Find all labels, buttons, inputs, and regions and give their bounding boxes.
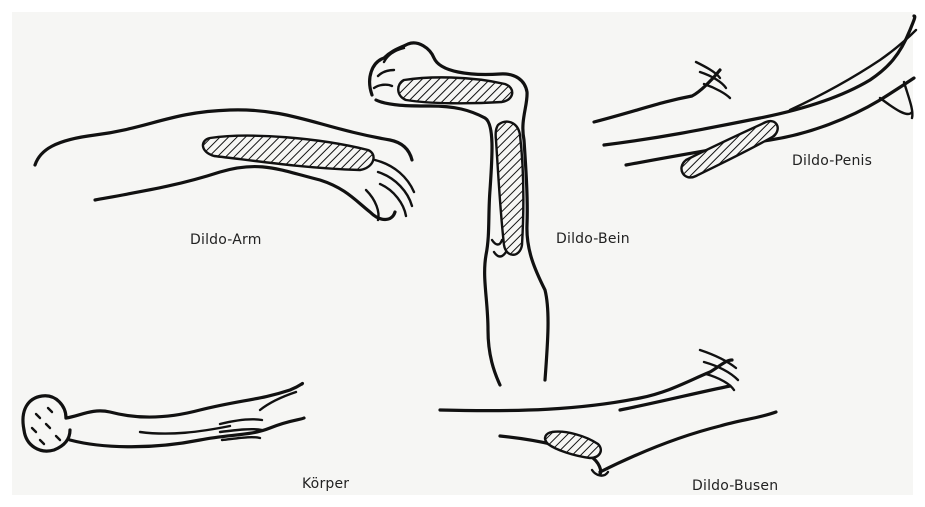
label-dildo-busen: Dildo-Busen	[692, 478, 778, 494]
label-dildo-bein: Dildo-Bein	[556, 231, 630, 247]
arm-sketch	[35, 110, 414, 220]
label-dildo-penis: Dildo-Penis	[792, 153, 872, 169]
label-dildo-arm: Dildo-Arm	[190, 232, 262, 248]
leg-dildo-object-upper	[398, 77, 512, 103]
leg-sketch	[370, 43, 548, 385]
breast-sketch	[440, 350, 776, 476]
body-sketch	[23, 383, 304, 451]
leg-dildo-object-lower	[496, 122, 524, 255]
label-koerper: Körper	[302, 476, 349, 492]
breast-dildo-object	[545, 432, 601, 458]
arm-dildo-object	[203, 136, 374, 170]
